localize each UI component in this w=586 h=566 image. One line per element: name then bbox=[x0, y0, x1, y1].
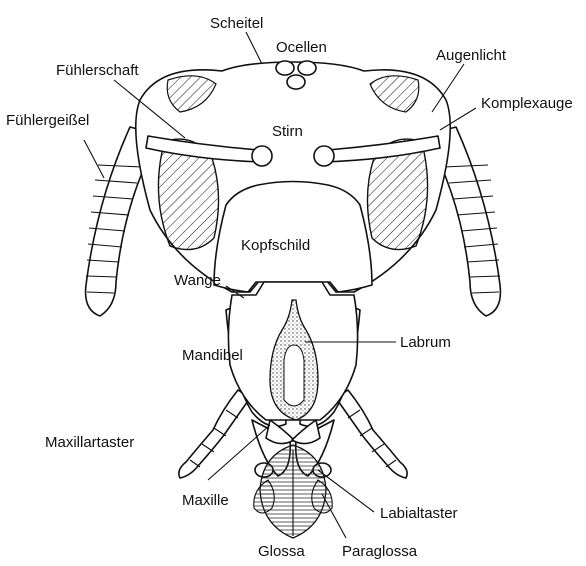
label-kopfschild: Kopfschild bbox=[241, 237, 310, 254]
label-fuehlerschaft: Fühlerschaft bbox=[56, 62, 139, 79]
label-maxille: Maxille bbox=[182, 492, 229, 509]
label-ocellen: Ocellen bbox=[276, 39, 327, 56]
label-maxillartaster: Maxillartaster bbox=[45, 434, 134, 451]
label-stirn: Stirn bbox=[272, 123, 303, 140]
label-labialtaster: Labialtaster bbox=[380, 505, 458, 522]
left-paraglossa bbox=[254, 480, 274, 513]
label-fuehlergeissel: Fühlergeißel bbox=[6, 112, 89, 129]
label-mandibel: Mandibel bbox=[182, 347, 243, 364]
label-paraglossa: Paraglossa bbox=[342, 543, 418, 560]
label-wange: Wange bbox=[174, 272, 221, 289]
label-komplexauge: Komplexauge bbox=[481, 95, 573, 112]
left-antenna-socket bbox=[252, 146, 272, 166]
label-glossa: Glossa bbox=[258, 543, 305, 560]
right-antenna-socket bbox=[314, 146, 334, 166]
label-scheitel: Scheitel bbox=[210, 15, 263, 32]
label-augenlicht: Augenlicht bbox=[436, 47, 507, 64]
label-labrum: Labrum bbox=[400, 334, 451, 351]
